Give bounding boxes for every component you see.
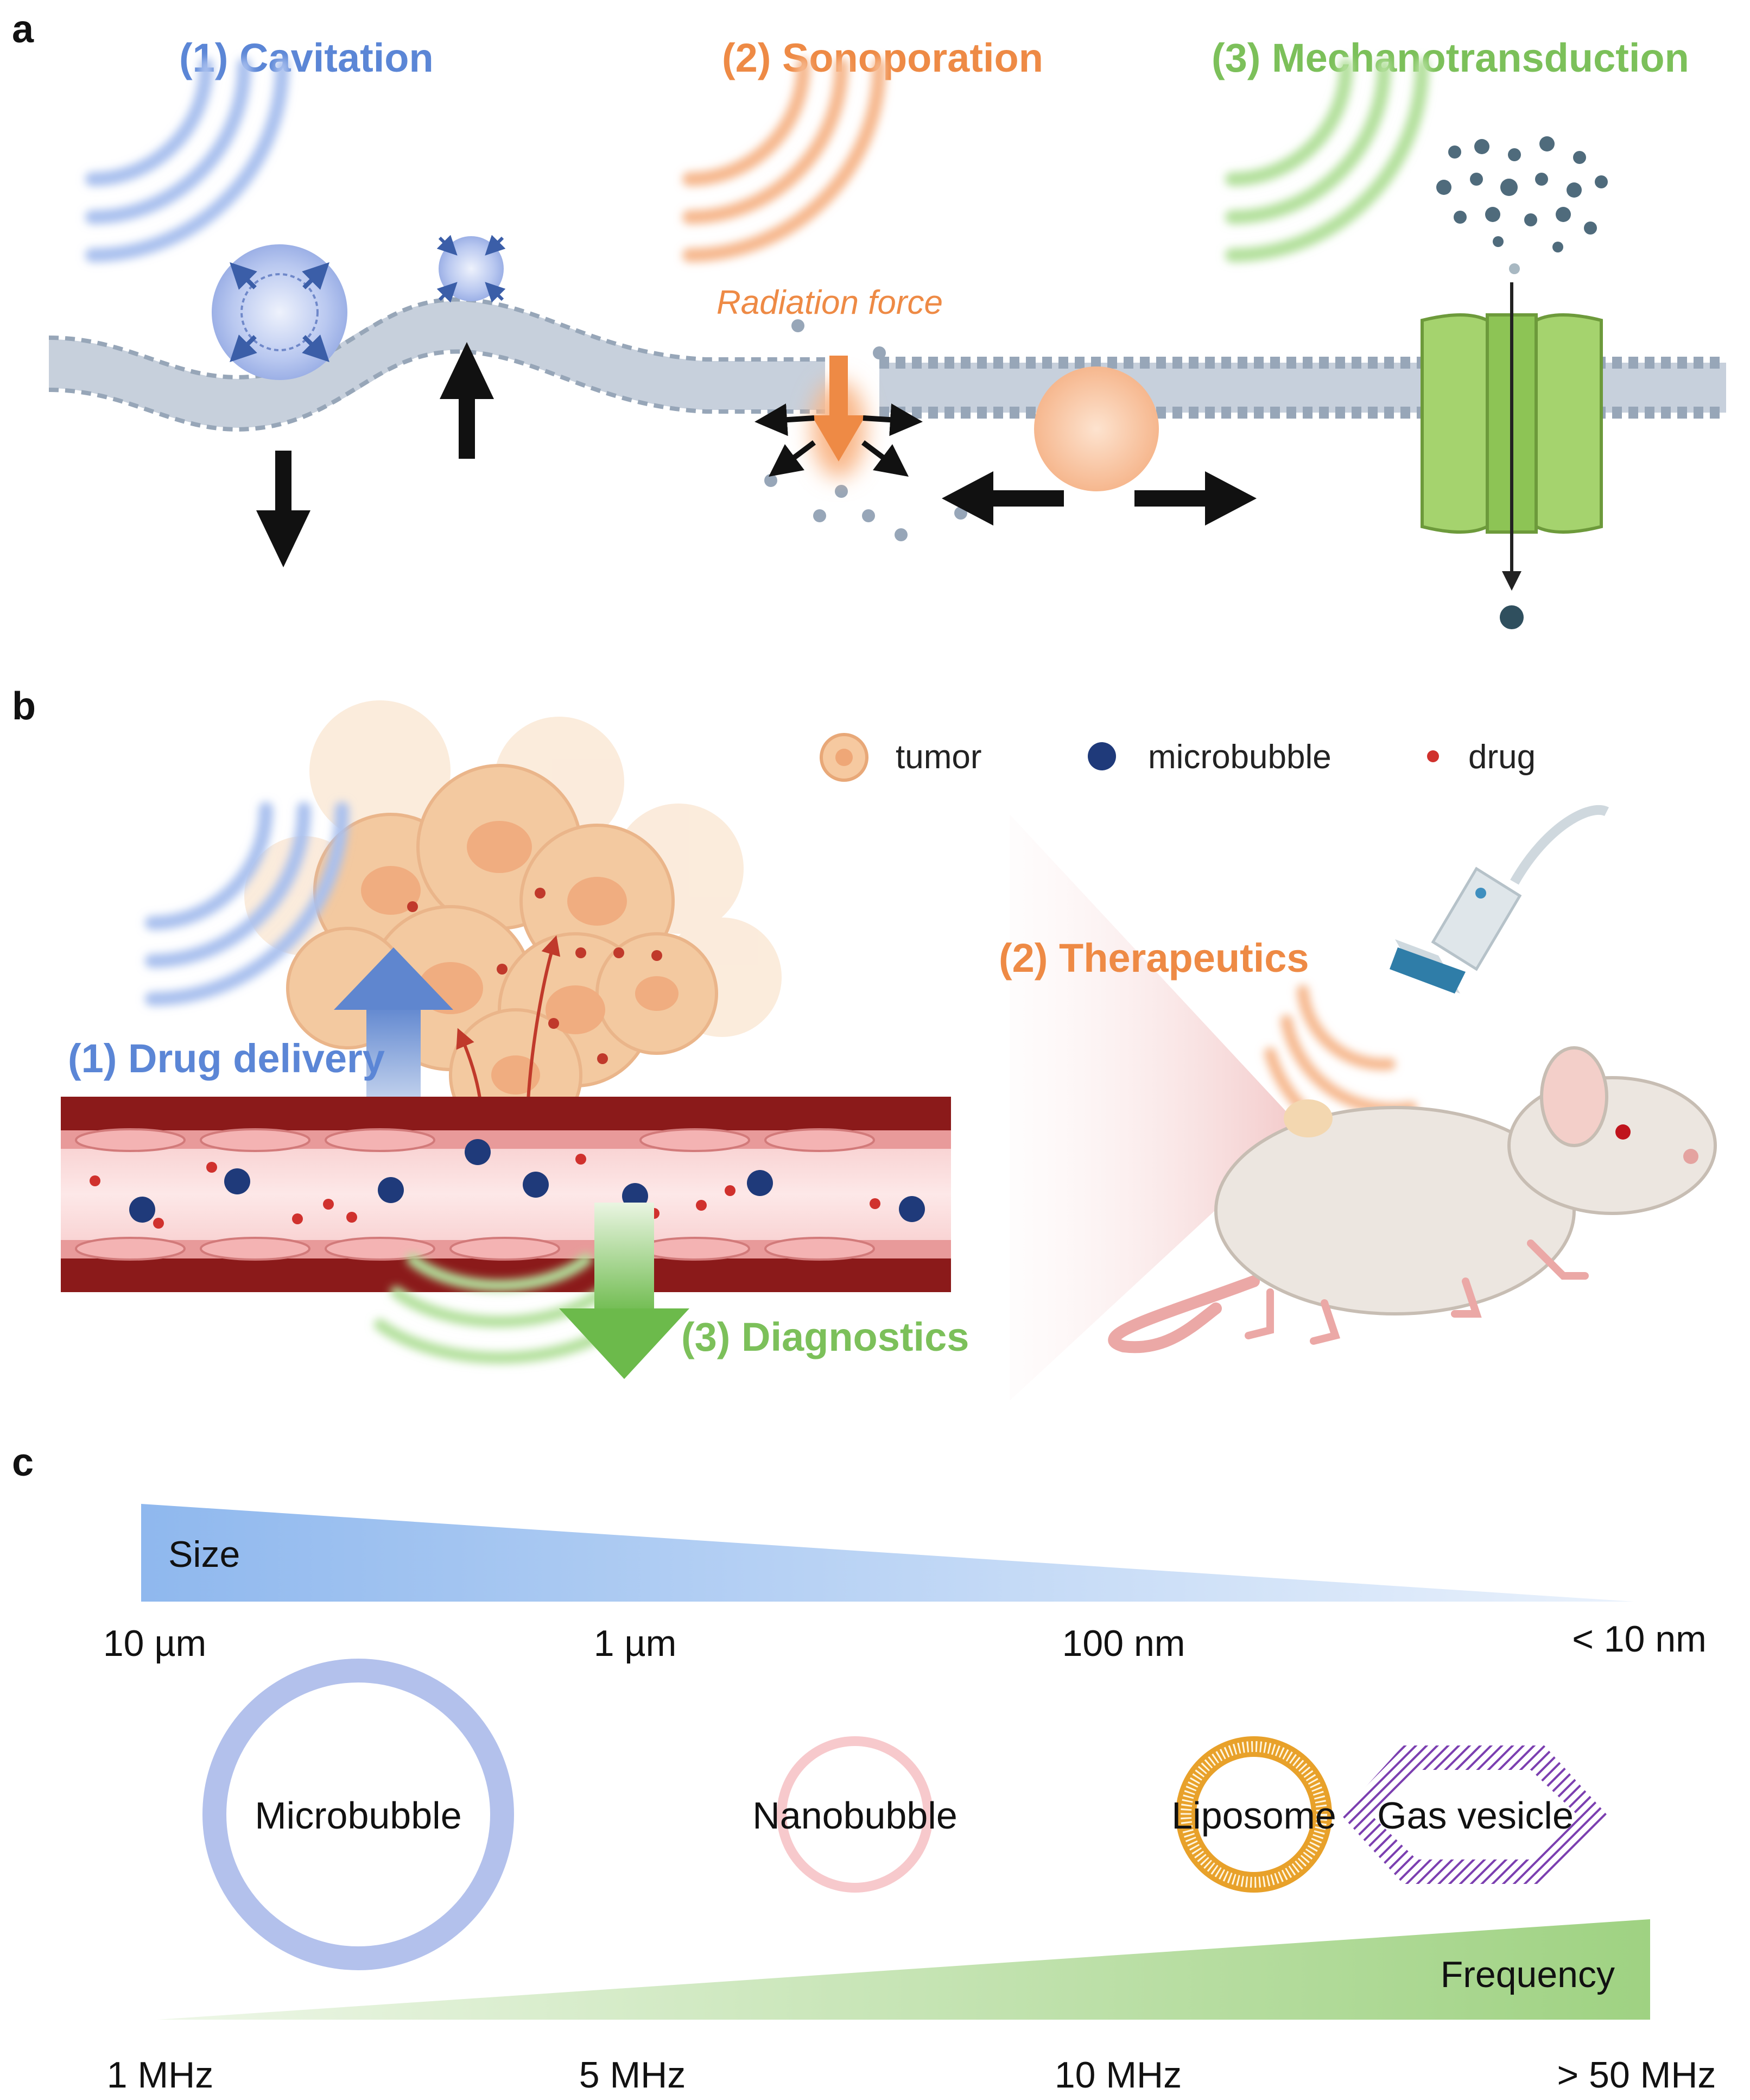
left-arrow-icon xyxy=(942,471,1064,526)
gas-vesicle-label: Gas vesicle xyxy=(1377,1794,1574,1837)
ion-molecule-inside xyxy=(1500,605,1524,629)
tumor-legend-label: tumor xyxy=(896,738,981,776)
size-tick: 100 nm xyxy=(1062,1623,1185,1664)
ultrasound-wave-icon xyxy=(85,58,289,262)
nanobubble-particle xyxy=(777,1736,933,1893)
panel-c: c Size 10 µm 1 µm 100 nm < 10 nm Microbu… xyxy=(12,1441,1716,2096)
liposome-particle xyxy=(1176,1736,1332,1893)
microbubble-particle xyxy=(202,1659,514,1970)
up-arrow-icon xyxy=(440,342,494,459)
mechanotransduction-heading: (3) Mechanotransduction xyxy=(1212,35,1689,80)
projection-cone xyxy=(1010,814,1303,1401)
size-tick: 10 µm xyxy=(103,1623,206,1664)
gas-vesicle-particle xyxy=(1341,1745,1607,1884)
ultrasound-wave-icon xyxy=(1225,58,1429,262)
microbubble-label: Microbubble xyxy=(255,1794,461,1837)
nanobubble-label: Nanobubble xyxy=(752,1794,958,1837)
blood-vessel xyxy=(61,1097,951,1292)
radiation-force-arrow xyxy=(811,356,866,478)
diagnostics-label: (3) Diagnostics xyxy=(681,1314,969,1359)
size-label: Size xyxy=(168,1534,240,1575)
pushing-microbubble xyxy=(1034,366,1159,491)
ultrasound-wave-icon xyxy=(682,58,886,262)
cavitation-heading: (1) Cavitation xyxy=(179,35,434,80)
frequency-tick: > 50 MHz xyxy=(1557,2054,1716,2096)
frequency-tick: 1 MHz xyxy=(107,2054,213,2096)
bubble-core xyxy=(240,273,319,351)
tumor-legend-nucleus xyxy=(835,749,853,766)
size-tick: < 10 nm xyxy=(1572,1618,1707,1660)
ion-molecules xyxy=(1436,136,1608,274)
diagnostics-arrow xyxy=(559,1203,689,1379)
frequency-tick: 5 MHz xyxy=(579,2054,686,2096)
oscillating-microbubble xyxy=(212,244,347,380)
down-arrow-icon xyxy=(256,451,310,567)
therapeutics-label: (2) Therapeutics xyxy=(999,935,1309,981)
microbubble-legend-label: microbubble xyxy=(1148,738,1331,776)
liposome-label: Liposome xyxy=(1171,1794,1336,1837)
size-axis: 10 µm 1 µm 100 nm < 10 nm xyxy=(103,1618,1707,1664)
panel-b-label: b xyxy=(12,685,36,728)
frequency-axis: 1 MHz 5 MHz 10 MHz > 50 MHz xyxy=(107,2054,1716,2096)
pore-lipids xyxy=(764,319,967,541)
radiation-force-label: Radiation force xyxy=(717,284,943,321)
frequency-label: Frequency xyxy=(1441,1954,1615,1995)
compression-arrows xyxy=(436,235,506,303)
drug-legend-icon xyxy=(1427,750,1439,762)
ultrasound-probe xyxy=(1390,805,1609,994)
right-arrow-icon xyxy=(1134,471,1257,526)
frequency-tick: 10 MHz xyxy=(1055,2054,1182,2096)
panel-c-label: c xyxy=(12,1441,34,1484)
microbubble-legend-icon xyxy=(1088,742,1116,770)
ultrasound-wave-icon xyxy=(145,802,349,1006)
drug-delivery-label: (1) Drug delivery xyxy=(68,1036,385,1081)
pore-expansion-arrows xyxy=(754,403,923,477)
panel-b: b tumor microbubble drug xyxy=(12,685,1717,1401)
size-tick: 1 µm xyxy=(594,1623,677,1664)
drug-legend-label: drug xyxy=(1468,738,1536,776)
expansion-arrows xyxy=(230,262,329,362)
mouse-illustration xyxy=(1108,1046,1717,1353)
panel-a: a (1) Cavitation (2) Sonoporation (3) Me… xyxy=(12,8,1726,629)
frequency-gradient-bar xyxy=(157,1919,1650,2020)
tumor-on-mouse xyxy=(1284,1099,1333,1137)
panel-a-label: a xyxy=(12,8,34,51)
size-gradient-bar xyxy=(141,1504,1634,1602)
